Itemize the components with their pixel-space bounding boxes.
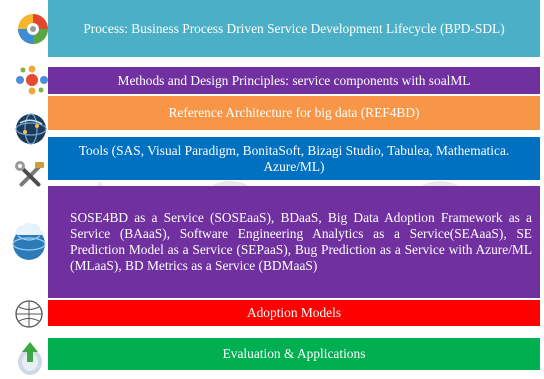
tools-icon	[15, 161, 44, 187]
layer-process: Process: Business Process Driven Service…	[48, 0, 540, 57]
layer-evaluation: Evaluation & Applications	[48, 338, 540, 370]
layer-evaluation-label: Evaluation & Applications	[222, 346, 366, 361]
adoption-diagram-icon	[15, 300, 43, 328]
puzzle-gear-icon	[18, 14, 48, 44]
layer-process-label: Process: Business Process Driven Service…	[83, 20, 505, 36]
layer-adoption-label: Adoption Models	[246, 305, 342, 320]
layer-methods: Methods and Design Principles: service c…	[48, 67, 540, 94]
layer-adoption-models: Adoption Models	[48, 300, 540, 326]
layer-tools-label: Tools (SAS, Visual Paradigm, BonitaSoft,…	[78, 142, 510, 174]
globe-network-icon	[15, 113, 47, 145]
layer-reference-architecture: Reference Architecture for big data (REF…	[48, 96, 540, 130]
cloud-globe-icon	[12, 222, 46, 260]
layer-services-label: SOSE4BD as a Service (SOSEaaS), BDaaS, B…	[70, 210, 532, 273]
layer-tools: Tools (SAS, Visual Paradigm, BonitaSoft,…	[48, 137, 540, 180]
layer-reference-label: Reference Architecture for big data (REF…	[168, 105, 420, 120]
layer-services: SOSE4BD as a Service (SOSEaaS), BDaaS, B…	[48, 186, 540, 298]
component-network-icon	[16, 65, 48, 95]
evaluation-bulb-icon	[18, 342, 42, 375]
layer-methods-label: Methods and Design Principles: service c…	[117, 72, 471, 88]
